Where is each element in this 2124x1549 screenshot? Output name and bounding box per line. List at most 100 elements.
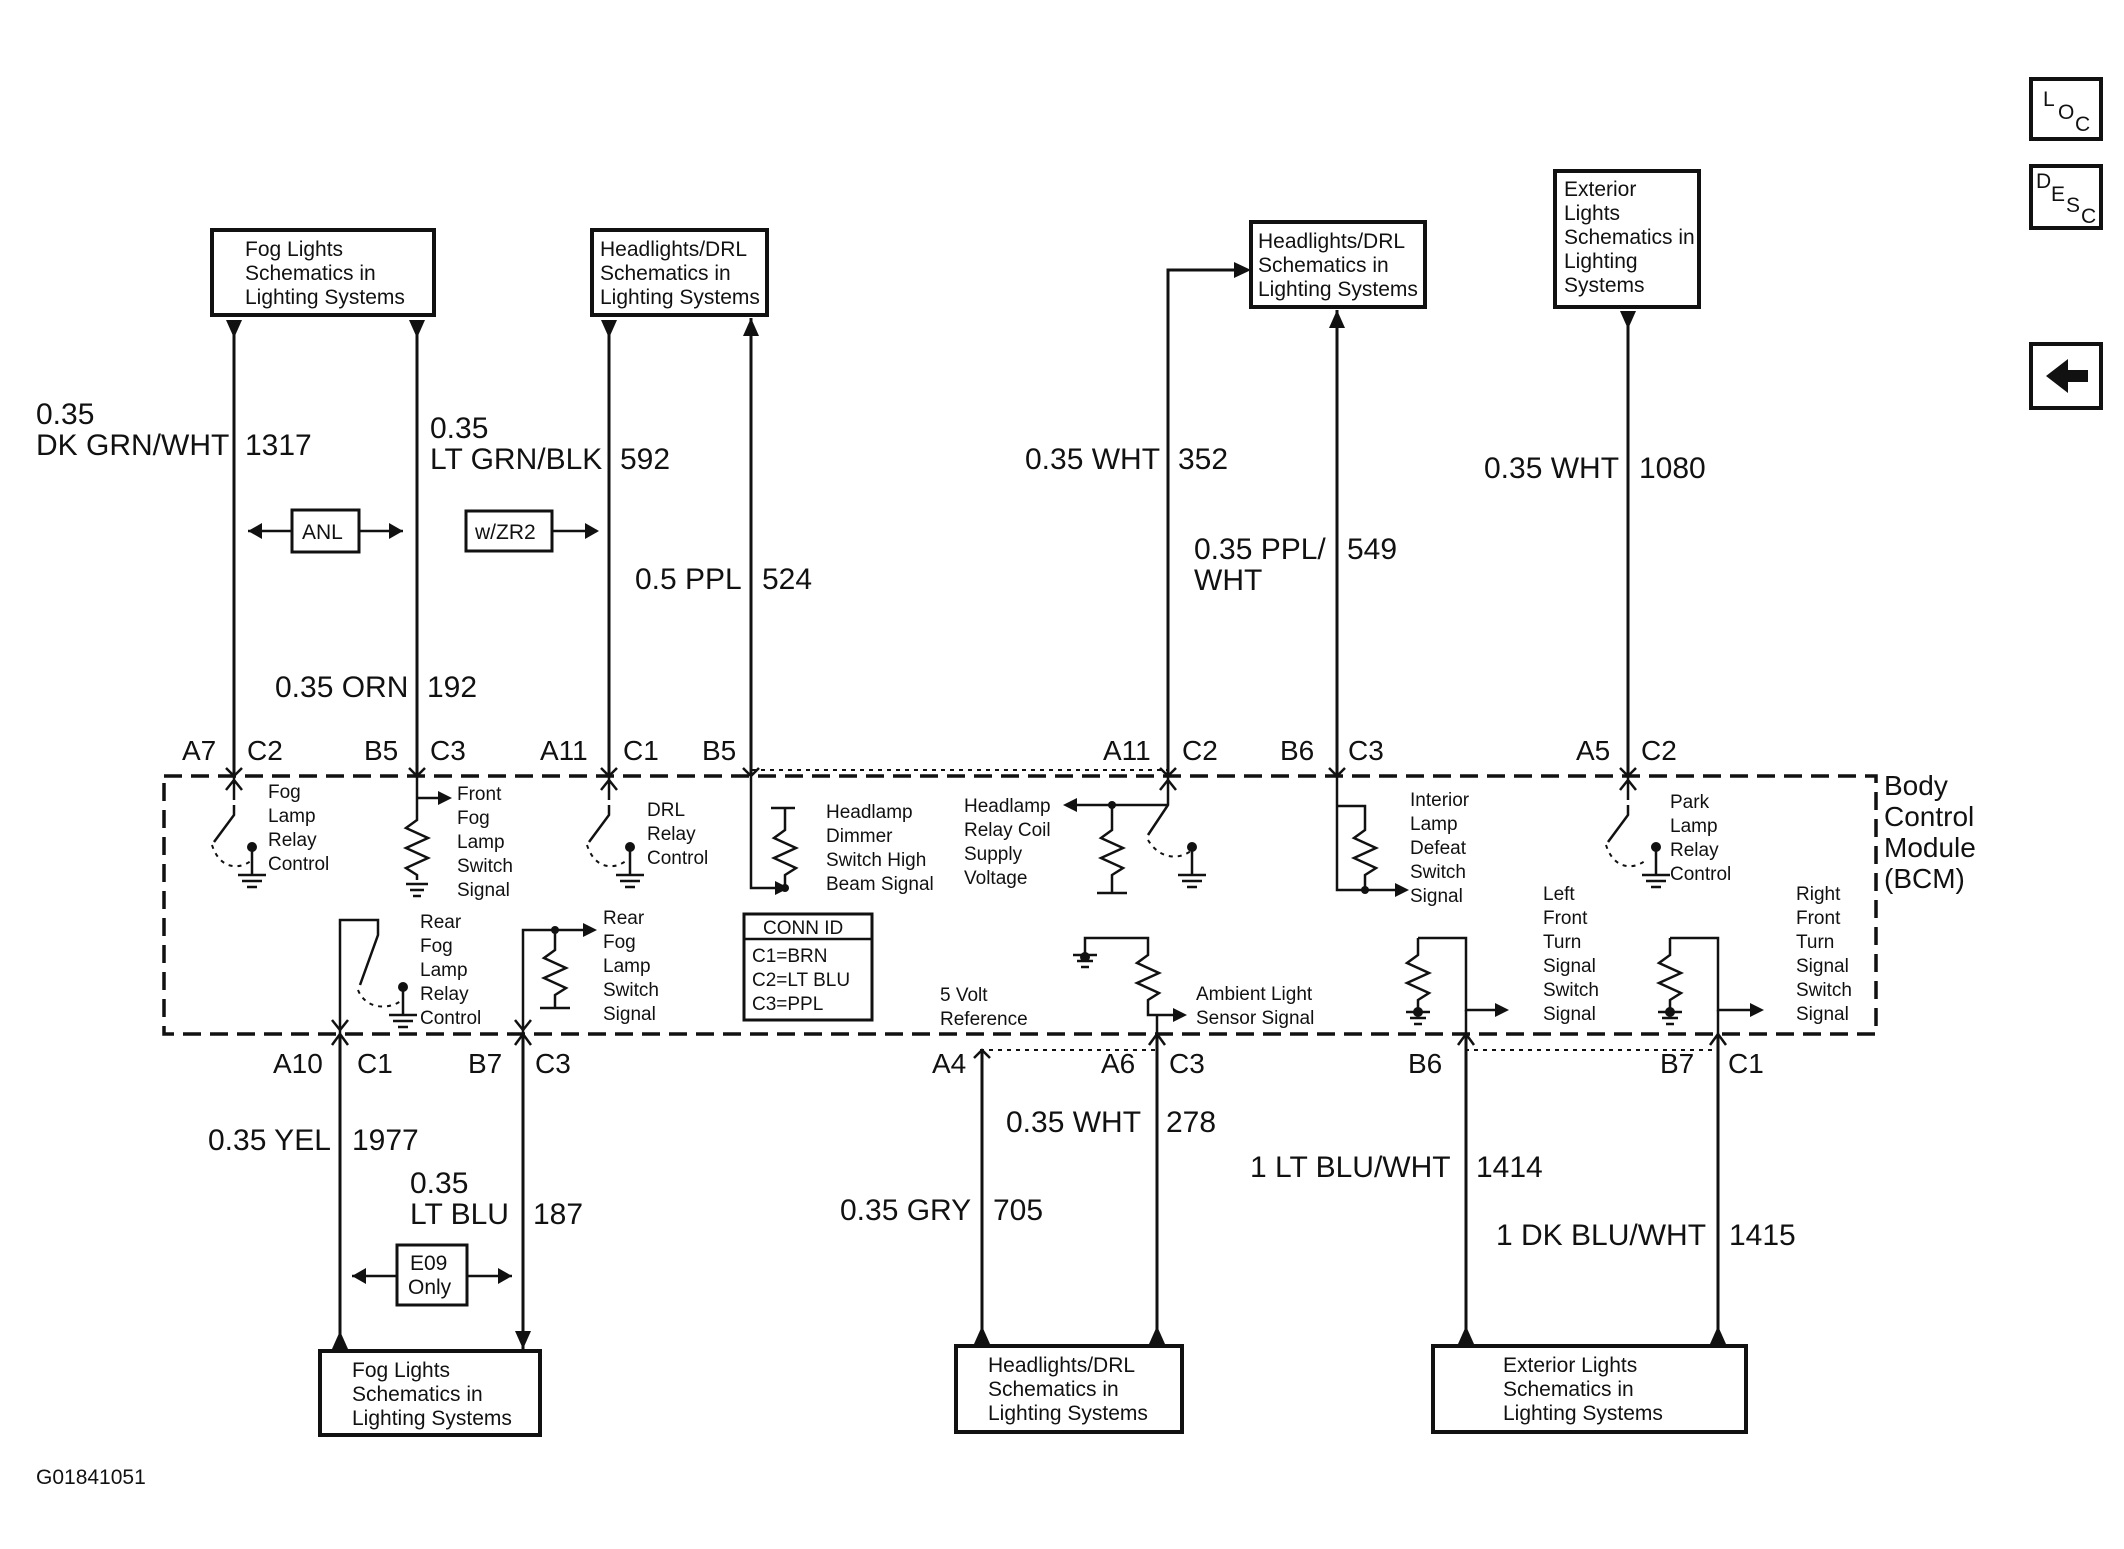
- conn-id-box: CONN ID C1=BRN C2=LT BLU C3=PPL: [742, 912, 874, 1022]
- desc-letter-2: E: [2051, 183, 2065, 206]
- wire-352-gauge: 0.35 WHT: [1025, 443, 1160, 476]
- svg-text:Fog Lights: Fog Lights: [245, 238, 343, 261]
- svg-text:Lighting Systems: Lighting Systems: [245, 286, 405, 309]
- wire-1080-gauge: 0.35 WHT: [1484, 452, 1619, 485]
- svg-text:Fog Lights: Fog Lights: [352, 1359, 450, 1382]
- wire-1415-gauge: 1 DK BLU/WHT: [1496, 1219, 1706, 1252]
- wire-1317-circuit: 1317: [245, 429, 312, 462]
- conn-a5: C2: [1641, 735, 1677, 766]
- svg-text:Headlamp: Headlamp: [964, 796, 1051, 817]
- wire-1080-circuit: 1080: [1639, 452, 1706, 485]
- wire-524-gauge: 0.5 PPL: [635, 563, 742, 596]
- svg-text:Fog: Fog: [268, 782, 301, 803]
- pin-a4: A4: [932, 1048, 966, 1079]
- exterior-lights-box-bottom[interactable]: Exterior Lights Schematics in Lighting S…: [1431, 1344, 1748, 1434]
- svg-text:Switch: Switch: [1796, 980, 1852, 1001]
- ambient-sensor-icon: [1073, 936, 1187, 1034]
- svg-text:Interior: Interior: [1410, 790, 1470, 811]
- svg-text:Supply: Supply: [964, 844, 1023, 865]
- svg-text:DRL: DRL: [647, 800, 685, 821]
- headlamp-coil-label: Headlamp Relay Coil Supply Voltage: [964, 796, 1051, 889]
- headlights-drl-box-top-1[interactable]: Headlights/DRL Schematics in Lighting Sy…: [590, 228, 769, 317]
- fog-relay-label: Fog Lamp Relay Control: [268, 782, 329, 875]
- left-arrow-icon: [2046, 359, 2088, 393]
- wire-187: [515, 1034, 531, 1349]
- svg-text:Lights: Lights: [1564, 202, 1620, 225]
- svg-text:Only: Only: [408, 1276, 452, 1299]
- rf-turn-switch-icon: [1655, 936, 1764, 1034]
- wire-1977-circuit: 1977: [352, 1124, 419, 1157]
- conn-b7: C3: [535, 1048, 571, 1079]
- svg-text:CONN ID: CONN ID: [763, 918, 843, 939]
- svg-text:Schematics in: Schematics in: [1258, 254, 1389, 277]
- svg-text:Headlamp: Headlamp: [826, 802, 913, 823]
- back-button[interactable]: [2029, 342, 2103, 410]
- desc-letter-3: S: [2066, 194, 2080, 217]
- conn-b7-bottom: C1: [1728, 1048, 1764, 1079]
- svg-text:Schematics in: Schematics in: [245, 262, 376, 285]
- headlamp-dimmer-icon: [749, 776, 800, 895]
- pin-a11-2: A11: [1103, 735, 1151, 766]
- lf-turn-switch-icon: [1403, 936, 1509, 1034]
- desc-button[interactable]: D E S C: [2029, 164, 2103, 230]
- svg-text:Control: Control: [1670, 864, 1731, 885]
- svg-text:Schematics in: Schematics in: [352, 1383, 483, 1406]
- rear-fog-switch-label: Rear Fog Lamp Switch Signal: [603, 908, 659, 1025]
- svg-text:Relay: Relay: [1670, 840, 1719, 861]
- wire-524-circuit: 524: [762, 563, 812, 596]
- loc-letter-2: O: [2058, 101, 2074, 124]
- svg-text:C2=LT BLU: C2=LT BLU: [752, 970, 850, 991]
- wire-549: [1329, 310, 1345, 776]
- conn-b5: C3: [430, 735, 466, 766]
- svg-text:ANL: ANL: [302, 521, 343, 544]
- svg-text:Switch: Switch: [1410, 862, 1466, 883]
- wire-592: [601, 320, 617, 776]
- wire-187-gauge-2: LT BLU: [410, 1198, 509, 1231]
- svg-text:Switch: Switch: [1543, 980, 1599, 1001]
- wire-278-circuit: 278: [1166, 1106, 1216, 1139]
- headlights-drl-box-top-2[interactable]: Headlights/DRL Schematics in Lighting Sy…: [1249, 220, 1427, 309]
- fog-lights-box-top[interactable]: Fog Lights Schematics in Lighting System…: [210, 228, 436, 317]
- svg-text:C3=PPL: C3=PPL: [752, 994, 823, 1015]
- svg-text:Right: Right: [1796, 884, 1841, 905]
- svg-text:Signal: Signal: [603, 1004, 656, 1025]
- svg-text:Lamp: Lamp: [268, 806, 316, 827]
- wire-1414-gauge: 1 LT BLU/WHT: [1250, 1151, 1451, 1184]
- svg-text:Ambient Light: Ambient Light: [1196, 984, 1313, 1005]
- wire-705-gauge: 0.35 GRY: [840, 1194, 971, 1227]
- five-volt-label: 5 Volt Reference: [940, 985, 1028, 1030]
- wire-278: [1149, 1034, 1165, 1344]
- wire-1414-circuit: 1414: [1476, 1151, 1543, 1184]
- diagram-id: G01841051: [36, 1466, 146, 1489]
- conn-b6: C3: [1348, 735, 1384, 766]
- wire-549-circuit: 549: [1347, 533, 1397, 566]
- dimmer-label: Headlamp Dimmer Switch High Beam Signal: [826, 802, 934, 895]
- wire-705: [974, 1050, 990, 1344]
- svg-text:C1=BRN: C1=BRN: [752, 946, 828, 967]
- headlights-drl-box-bottom[interactable]: Headlights/DRL Schematics in Lighting Sy…: [954, 1344, 1184, 1434]
- conn-a10: C1: [357, 1048, 393, 1079]
- loc-button[interactable]: L O C: [2029, 77, 2103, 141]
- svg-text:Lamp: Lamp: [420, 960, 468, 981]
- svg-text:Rear: Rear: [420, 912, 462, 933]
- fog-lights-box-bottom[interactable]: Fog Lights Schematics in Lighting System…: [318, 1349, 542, 1437]
- svg-text:Lighting Systems: Lighting Systems: [600, 286, 760, 309]
- exterior-lights-box-top[interactable]: Exterior Lights Schematics in Lighting S…: [1553, 169, 1701, 309]
- svg-text:Lighting: Lighting: [1564, 250, 1638, 273]
- wire-278-gauge: 0.35 WHT: [1006, 1106, 1141, 1139]
- wire-1080: [1620, 311, 1636, 776]
- svg-text:Front: Front: [457, 784, 502, 805]
- anl-tag: ANL: [248, 508, 403, 554]
- svg-text:Lamp: Lamp: [603, 956, 651, 977]
- pin-b7-bottom: B7: [1660, 1048, 1694, 1079]
- svg-text:Schematics in: Schematics in: [1564, 226, 1695, 249]
- svg-text:Signal: Signal: [457, 880, 510, 901]
- svg-text:Signal: Signal: [1543, 1004, 1596, 1025]
- svg-text:Switch: Switch: [603, 980, 659, 1001]
- pin-a11: A11: [540, 735, 588, 766]
- interior-defeat-label: Interior Lamp Defeat Switch Signal: [1410, 790, 1470, 907]
- svg-text:Park: Park: [1670, 792, 1710, 813]
- svg-text:Module: Module: [1884, 832, 1976, 863]
- wire-1414: [1458, 1034, 1474, 1344]
- wire-192-gauge: 0.35 ORN: [275, 671, 408, 704]
